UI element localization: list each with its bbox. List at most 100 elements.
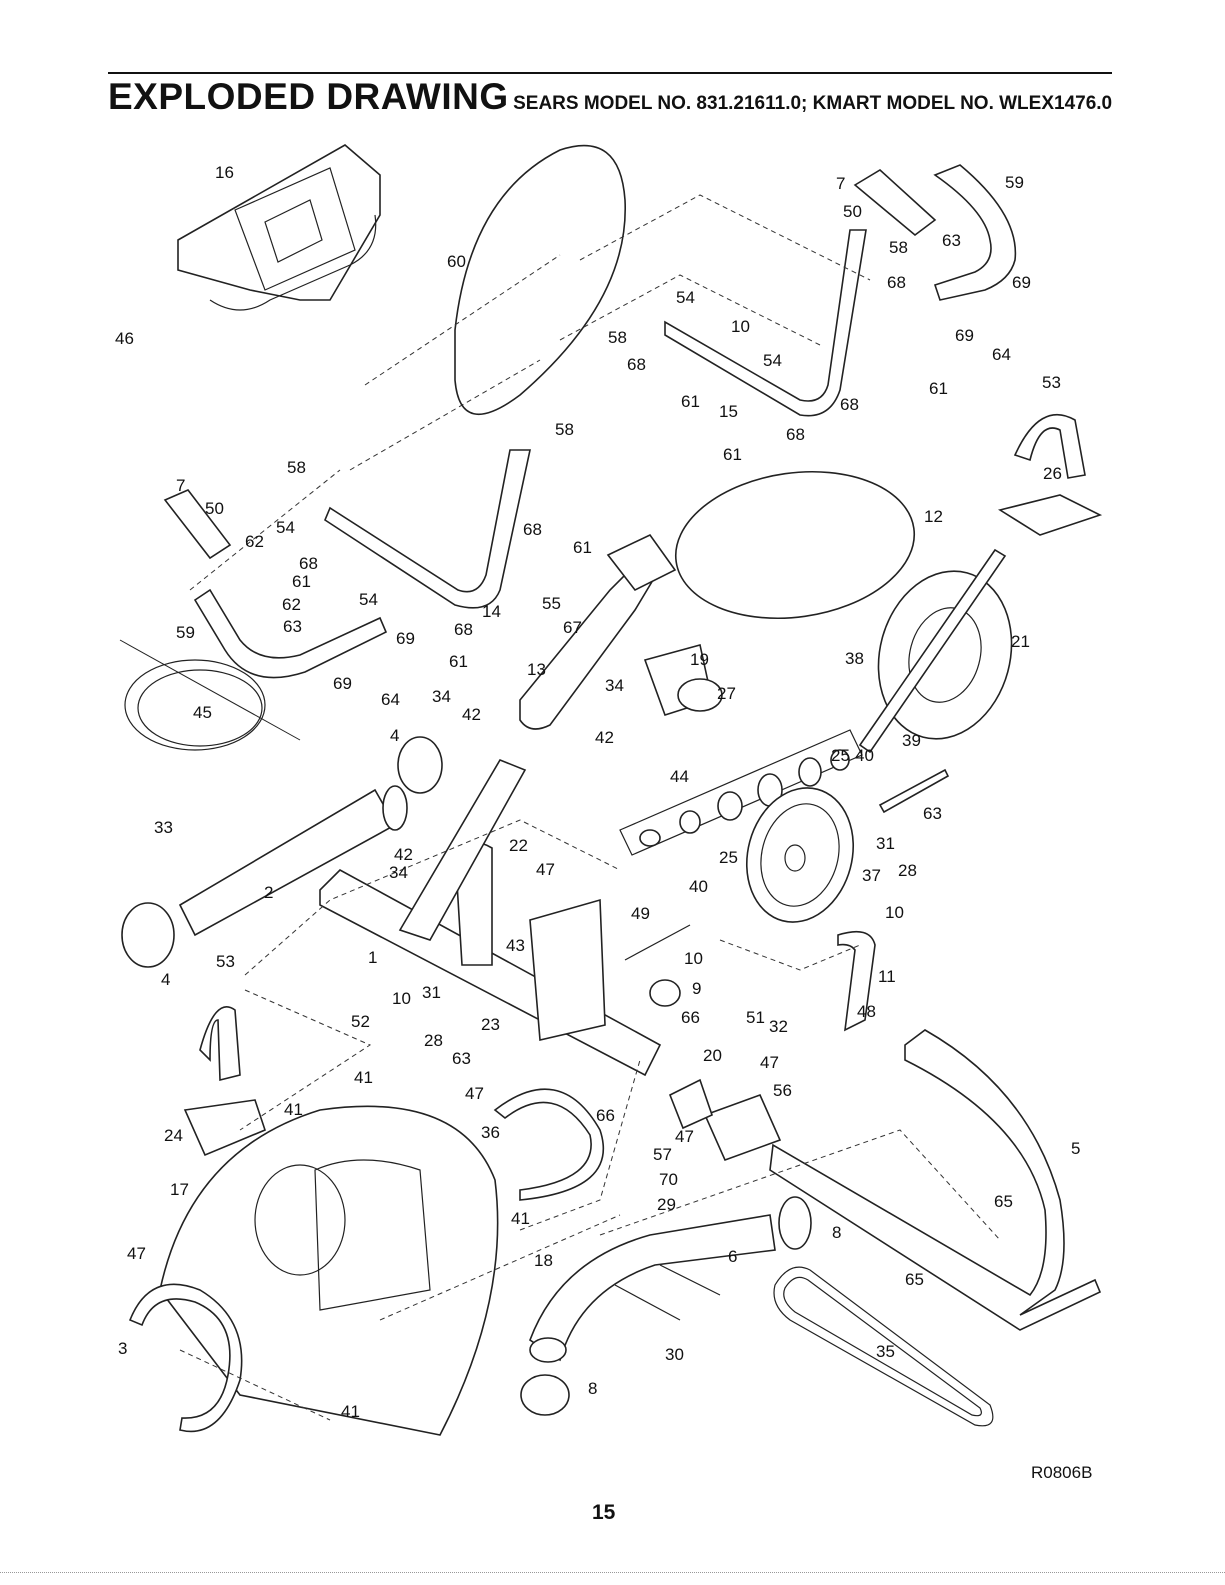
part-callout-12: 12: [924, 507, 943, 526]
part-callout-27: 27: [717, 684, 736, 703]
part-callout-66: 66: [681, 1008, 700, 1027]
part-callout-53: 53: [1042, 373, 1061, 392]
part-callout-68: 68: [523, 520, 542, 539]
part-callout-20: 20: [703, 1046, 722, 1065]
part-callout-21: 21: [1011, 632, 1030, 651]
drive-belt: [773, 1266, 994, 1427]
part-callout-2: 2: [264, 883, 273, 902]
part-callout-36: 36: [481, 1123, 500, 1142]
part-callout-67: 67: [563, 618, 582, 637]
part-callout-66: 66: [596, 1106, 615, 1125]
title-rule: [108, 72, 1112, 74]
part-callout-1: 1: [368, 948, 377, 967]
seat-back-part: [454, 144, 626, 416]
part-callout-61: 61: [723, 445, 742, 464]
part-callout-29: 29: [657, 1195, 676, 1214]
part-callout-26: 26: [1043, 464, 1062, 483]
part-callout-58: 58: [287, 458, 306, 477]
part-callout-56: 56: [773, 1081, 792, 1100]
axle-bolt: [878, 768, 950, 814]
part-callout-30: 30: [665, 1345, 684, 1364]
part-callout-54: 54: [676, 288, 695, 307]
part-callout-55: 55: [542, 594, 561, 613]
part-callout-10: 10: [684, 949, 703, 968]
rear-tube-cap: [529, 1337, 567, 1363]
grip-right: [853, 169, 937, 237]
part-callout-61: 61: [929, 379, 948, 398]
part-callout-61: 61: [292, 572, 311, 591]
rear-bracket: [703, 1093, 782, 1162]
part-callout-50: 50: [843, 202, 862, 221]
part-callout-48: 48: [857, 1002, 876, 1021]
part-callout-10: 10: [885, 903, 904, 922]
part-callout-15: 15: [719, 402, 738, 421]
part-callout-39: 39: [902, 731, 921, 750]
bearing-set: [619, 729, 863, 856]
part-callout-4: 4: [161, 970, 170, 989]
part-callout-68: 68: [627, 355, 646, 374]
part-callout-34: 34: [389, 863, 408, 882]
drive-belt-inner: [783, 1276, 982, 1417]
title-main: EXPLODED DRAWING: [108, 76, 509, 117]
part-callout-42: 42: [595, 728, 614, 747]
cap-upper: [778, 1196, 812, 1250]
end-cap-lower: [121, 902, 175, 968]
part-callout-61: 61: [681, 392, 700, 411]
part-callout-7: 7: [176, 476, 185, 495]
front-cover: [128, 1283, 243, 1433]
part-callout-64: 64: [381, 690, 400, 709]
assembly-lines: [179, 194, 1001, 1421]
shroud-window: [254, 1164, 346, 1276]
part-callout-28: 28: [898, 861, 917, 880]
mounting-bracket: [529, 898, 606, 1041]
callouts: 1234456778891010101011121314151617181920…: [115, 163, 1080, 1421]
part-callout-63: 63: [923, 804, 942, 823]
part-callout-43: 43: [506, 936, 525, 955]
part-callout-3: 3: [118, 1339, 127, 1358]
part-callout-16: 16: [215, 163, 234, 182]
part-callout-61: 61: [449, 652, 468, 671]
part-callout-8: 8: [588, 1379, 597, 1398]
part-callout-68: 68: [299, 554, 318, 573]
seat-frame-right: [664, 229, 867, 417]
part-callout-32: 32: [769, 1017, 788, 1036]
pedal-right: [997, 494, 1103, 536]
part-callout-47: 47: [675, 1127, 694, 1146]
part-callout-28: 28: [424, 1031, 443, 1050]
part-callout-57: 57: [653, 1145, 672, 1164]
part-callout-41: 41: [354, 1068, 373, 1087]
part-callout-47: 47: [760, 1053, 779, 1072]
part-callout-6: 6: [728, 1247, 737, 1266]
left-shroud: [159, 1105, 499, 1436]
page-title: EXPLODED DRAWING SEARS MODEL NO. 831.216…: [108, 76, 1112, 118]
part-callout-68: 68: [786, 425, 805, 444]
part-callout-65: 65: [905, 1270, 924, 1289]
part-callout-13: 13: [527, 660, 546, 679]
part-callout-18: 18: [534, 1251, 553, 1270]
part-callout-63: 63: [283, 617, 302, 636]
rear-tube: [529, 1214, 776, 1362]
part-callout-53: 53: [216, 952, 235, 971]
part-callout-47: 47: [465, 1084, 484, 1103]
part-callout-4: 4: [390, 726, 399, 745]
part-callout-45: 45: [193, 703, 212, 722]
part-callout-31: 31: [422, 983, 441, 1002]
part-callout-34: 34: [432, 687, 451, 706]
upright-sleeve: [398, 759, 527, 941]
part-callout-59: 59: [1005, 173, 1024, 192]
upper-handlebar-right: [933, 164, 1017, 301]
part-callout-47: 47: [127, 1244, 146, 1263]
console-part: [177, 144, 381, 311]
cable-part: [119, 639, 301, 751]
pedal-left: [183, 1099, 266, 1157]
part-callout-35: 35: [876, 1342, 895, 1361]
part-callout-7: 7: [836, 174, 845, 193]
part-callout-62: 62: [282, 595, 301, 614]
part-callout-34: 34: [605, 676, 624, 695]
flywheel-part: [858, 548, 1013, 754]
part-callout-54: 54: [276, 518, 295, 537]
part-callout-68: 68: [887, 273, 906, 292]
part-callout-63: 63: [452, 1049, 471, 1068]
part-callout-5: 5: [1071, 1139, 1080, 1158]
